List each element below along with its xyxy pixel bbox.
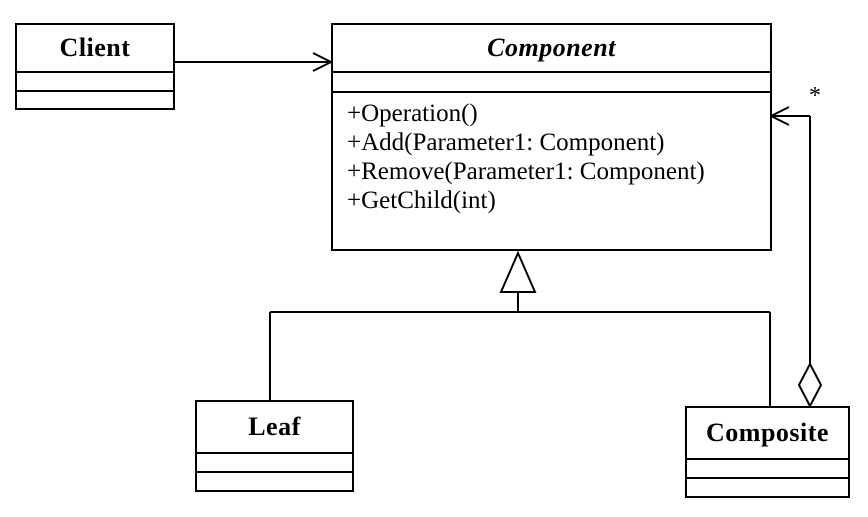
composite-aggregation <box>768 106 823 409</box>
component-class[interactable]: Component +Operation() +Add(Parameter1: … <box>331 23 772 251</box>
operation-operation: +Operation() <box>347 100 478 127</box>
operation-getchild: +GetChild(int) <box>347 187 496 214</box>
component-operations: +Operation() +Add(Parameter1: Component)… <box>333 93 770 215</box>
composite-attributes <box>687 460 848 479</box>
operation-add: +Add(Parameter1: Component) <box>347 129 665 156</box>
client-component-association <box>175 52 334 72</box>
client-class-name: Client <box>17 25 173 73</box>
client-attributes <box>17 73 173 92</box>
multiplicity-label: * <box>809 83 821 109</box>
composite-class-name: Composite <box>687 408 848 460</box>
component-attributes <box>333 73 770 93</box>
leaf-class-name: Leaf <box>197 402 352 454</box>
generalization-tree <box>269 250 771 406</box>
leaf-class[interactable]: Leaf <box>195 400 354 492</box>
inheritance-triangle-icon <box>499 250 537 293</box>
component-class-name: Component <box>333 25 770 73</box>
composite-class[interactable]: Composite <box>685 406 850 498</box>
client-class[interactable]: Client <box>15 23 175 110</box>
operation-remove: +Remove(Parameter1: Component) <box>347 158 705 185</box>
aggregation-diamond-icon <box>797 361 823 409</box>
leaf-attributes <box>197 454 352 473</box>
